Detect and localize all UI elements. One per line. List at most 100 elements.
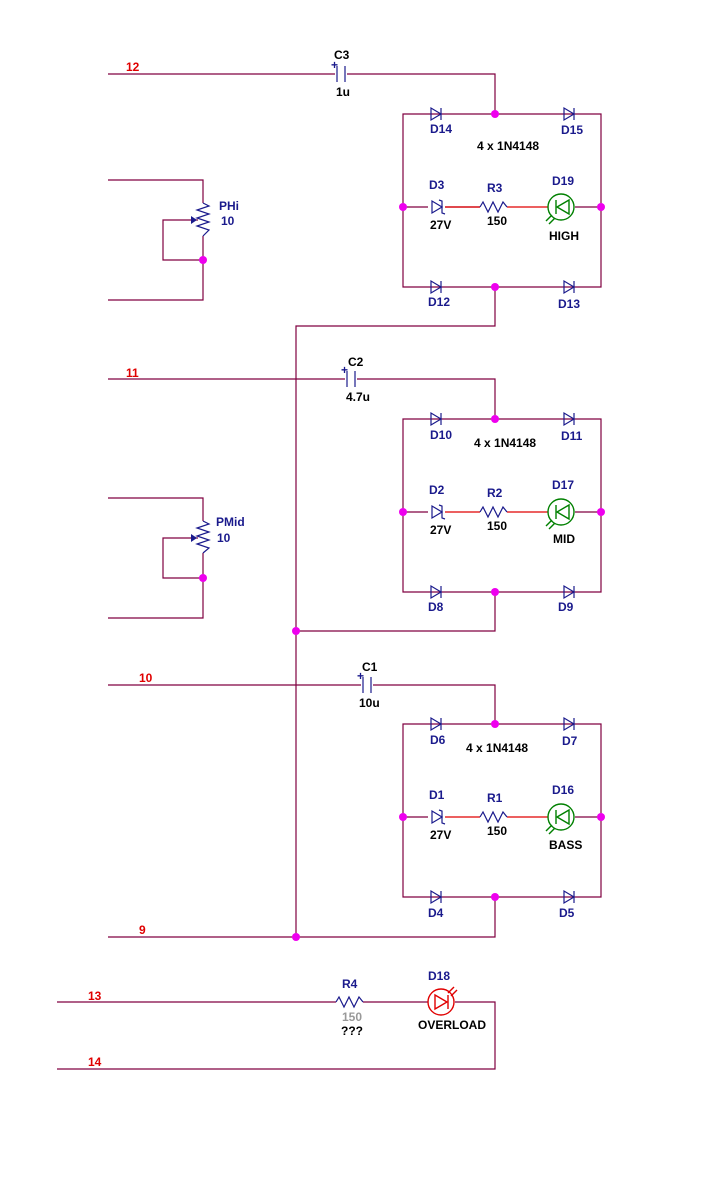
stage-bass: + C1 10u 10 D6 D7 D4 D5 4 x 1N4148 D1 27… <box>108 660 605 941</box>
bridge-frame-mid <box>402 418 602 593</box>
wire-net-11 <box>108 378 496 419</box>
cap-value: 1u <box>336 85 350 99</box>
cap-ref: C3 <box>334 48 350 62</box>
bridge-note: 4 x 1N4148 <box>477 139 539 153</box>
stage-high: + C3 1u 12 PHi 10 D14 D15 D12 D13 4 x 1N… <box>108 48 605 937</box>
led-ref: D17 <box>552 478 574 492</box>
diode-label: D11 <box>561 429 583 443</box>
diode-bottom-right-icon <box>563 889 576 905</box>
diode-top-right-icon <box>563 411 576 427</box>
net-label: 10 <box>139 671 153 685</box>
diode-top-left-icon <box>430 106 443 122</box>
pot-ref: PMid <box>216 515 245 529</box>
resistor-icon <box>479 200 508 214</box>
wire-return-mid <box>296 592 496 632</box>
net-label: 9 <box>139 923 146 937</box>
resistor-value: 150 <box>342 1010 362 1024</box>
zener-value: 27V <box>430 828 451 842</box>
resistor-note: ??? <box>341 1024 363 1038</box>
wire-net-9 <box>108 897 496 938</box>
pot-ref: PHi <box>219 199 239 213</box>
led-label: HIGH <box>549 229 579 243</box>
diode-top-left-icon <box>430 411 443 427</box>
led-green-icon <box>545 193 575 225</box>
diode-label: D10 <box>430 428 452 442</box>
wire-common-vertical <box>295 287 496 937</box>
svg-text:+: + <box>341 363 348 377</box>
bridge-note: 4 x 1N4148 <box>466 741 528 755</box>
diode-label: D7 <box>562 734 578 748</box>
diode-label: D5 <box>559 906 575 920</box>
net-label: 13 <box>88 989 102 1003</box>
resistor-icon <box>335 995 364 1009</box>
diode-label: D15 <box>561 123 583 137</box>
diode-label: D8 <box>428 600 444 614</box>
bridge-note: 4 x 1N4148 <box>474 436 536 450</box>
diode-label: D4 <box>428 906 444 920</box>
diode-label: D6 <box>430 733 446 747</box>
diode-top-right-icon <box>563 716 576 732</box>
net-label: 14 <box>88 1055 102 1069</box>
wire-net-12 <box>108 73 496 114</box>
diode-bottom-left-icon <box>430 279 443 295</box>
zener-ref: D3 <box>429 178 445 192</box>
led-green-icon <box>545 803 575 835</box>
net-label: 12 <box>126 60 140 74</box>
zener-ref: D1 <box>429 788 445 802</box>
cap-value: 10u <box>359 696 380 710</box>
resistor-value: 150 <box>487 519 507 533</box>
led-label: OVERLOAD <box>418 1018 486 1032</box>
diode-bottom-right-icon <box>563 279 576 295</box>
led-label: MID <box>553 532 575 546</box>
resistor-ref: R1 <box>487 791 503 805</box>
pot-pmid-wires <box>108 497 204 619</box>
resistor-ref: R3 <box>487 181 503 195</box>
pot-value: 10 <box>221 214 235 228</box>
resistor-ref: R2 <box>487 486 503 500</box>
capacitor-c1: + <box>357 669 372 693</box>
resistor-value: 150 <box>487 214 507 228</box>
cap-value: 4.7u <box>346 390 370 404</box>
led-green-icon <box>545 498 575 530</box>
diode-bottom-right-icon <box>563 584 576 600</box>
zener-value: 27V <box>430 218 451 232</box>
potentiometer-pmid <box>191 520 211 554</box>
wire-net-10 <box>108 684 496 724</box>
svg-text:+: + <box>331 58 338 72</box>
led-label: BASS <box>549 838 582 852</box>
zener-diode-icon <box>431 504 446 520</box>
zener-diode-icon <box>431 199 446 215</box>
led-red-icon <box>427 986 458 1016</box>
resistor-value: 150 <box>487 824 507 838</box>
wire-overload-loop <box>57 1001 496 1070</box>
diode-bottom-left-icon <box>430 584 443 600</box>
bridge-frame-high <box>402 113 602 288</box>
zener-value: 27V <box>430 523 451 537</box>
resistor-icon <box>479 505 508 519</box>
cap-ref: C1 <box>362 660 378 674</box>
pot-phi-wiper <box>162 219 203 261</box>
zener-diode-icon <box>431 809 446 825</box>
resistor-ref: R4 <box>342 977 358 991</box>
bridge-frame-bass <box>402 723 602 898</box>
led-ref: D19 <box>552 174 574 188</box>
capacitor-c2: + <box>341 363 356 387</box>
diode-top-right-icon <box>563 106 576 122</box>
zener-ref: D2 <box>429 483 445 497</box>
diode-bottom-left-icon <box>430 889 443 905</box>
pot-pmid-wiper <box>162 537 203 579</box>
capacitor-c3: + <box>331 58 346 82</box>
diode-label: D13 <box>558 297 580 311</box>
svg-text:+: + <box>357 669 364 683</box>
pot-value: 10 <box>217 531 231 545</box>
diode-top-left-icon <box>430 716 443 732</box>
cap-ref: C2 <box>348 355 364 369</box>
pot-phi-wires <box>108 179 204 301</box>
led-ref: D18 <box>428 969 450 983</box>
stage-mid: + C2 4.7u 11 PMid 10 D10 D11 D8 D9 4 x 1… <box>108 355 605 635</box>
overload-section: R4 150 ??? D18 OVERLOAD 13 14 <box>57 969 496 1070</box>
diode-label: D12 <box>428 295 450 309</box>
diode-label: D14 <box>430 122 452 136</box>
net-label: 11 <box>126 366 139 380</box>
